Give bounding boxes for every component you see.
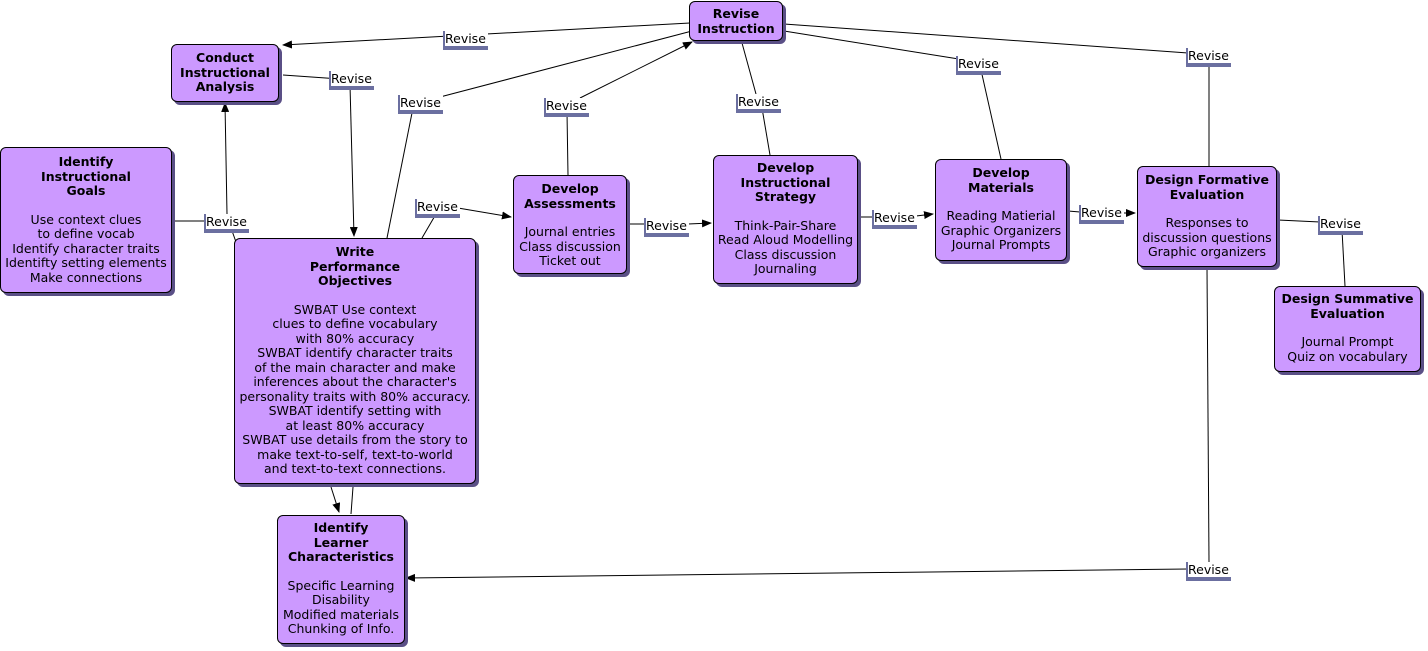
node-identify-instructional-goals[interactable]: Identify Instructional Goals Use context… [0, 147, 172, 293]
link-revise-to-summative [1341, 229, 1346, 287]
node-title: Develop Materials [968, 165, 1034, 195]
node-conduct-instructional-analysis[interactable]: Conduct Instructional Analysis [171, 44, 279, 102]
link-strategy-to-revise [761, 107, 771, 156]
revise-label[interactable]: Revise [204, 214, 249, 233]
link-revise-to-write [349, 84, 358, 237]
node-body: Think-Pair-Share Read Aloud Modelling Cl… [717, 217, 854, 276]
revise-label[interactable]: Revise [872, 210, 917, 229]
node-body: SWBAT Use context clues to define vocabu… [239, 301, 471, 476]
node-title: Identify Learner Characteristics [288, 520, 394, 564]
link-write-to-revise [386, 107, 414, 239]
link-revise-to-instruction-4 [783, 30, 966, 61]
link-formative-to-revise-2 [1277, 219, 1321, 223]
link-write-to-learner [330, 486, 341, 513]
node-body: Use context clues to define vocab Identi… [5, 211, 167, 285]
revise-label[interactable]: Revise [644, 218, 689, 237]
node-body: Reading Matierial Graphic Organizers Jou… [940, 208, 1062, 252]
node-body: Journal entries Class discussion Ticket … [519, 224, 621, 268]
node-title: Write Performance Objectives [309, 244, 401, 288]
revise-label[interactable]: Revise [736, 94, 781, 113]
link-revise-to-conduct-up [221, 102, 230, 215]
revise-label[interactable]: Revise [544, 98, 589, 117]
revise-label[interactable]: Revise [398, 95, 443, 114]
link-learner-to-write [350, 486, 354, 515]
link-materials-to-revise [980, 69, 1002, 160]
link-revise-to-learner [405, 568, 1189, 582]
link-revise-to-assessments [457, 207, 512, 220]
revise-label[interactable]: Revise [415, 199, 460, 218]
node-develop-instructional-strategy[interactable]: Develop Instructional Strategy Think-Pai… [713, 155, 858, 284]
node-write-performance-objectives[interactable]: Write Performance Objectives SWBAT Use c… [234, 238, 476, 484]
node-develop-assessments[interactable]: Develop Assessments Journal entries Clas… [513, 175, 627, 274]
node-title: Develop Instructional Strategy [740, 160, 831, 204]
link-write-to-revise-2 [421, 213, 437, 239]
revise-label[interactable]: Revise [956, 56, 1001, 75]
link-revise-to-materials [915, 211, 934, 220]
link-formative-to-revise-3 [1206, 267, 1210, 563]
node-develop-materials[interactable]: Develop Materials Reading Matierial Grap… [935, 159, 1067, 261]
node-title: Design Summative Evaluation [1281, 291, 1414, 321]
revise-label[interactable]: Revise [1079, 205, 1124, 224]
node-title: Design Formative Evaluation [1145, 172, 1269, 202]
node-body: Journal Prompt Quiz on vocabulary [1287, 334, 1408, 364]
revise-label[interactable]: Revise [443, 31, 488, 50]
node-revise-instruction[interactable]: Revise Instruction [689, 1, 783, 41]
node-design-summative-evaluation[interactable]: Design Summative Evaluation Journal Prom… [1274, 286, 1421, 372]
link-revise-to-instruction [439, 30, 693, 98]
node-title: Revise Instruction [697, 6, 775, 36]
link-assess-to-revise [566, 111, 569, 176]
link-revise-to-instruction-5 [783, 23, 1189, 54]
revise-label[interactable]: Revise [1318, 216, 1363, 235]
revise-label[interactable]: Revise [1186, 562, 1231, 581]
node-title: Conduct Instructional Analysis [180, 50, 270, 94]
revise-label[interactable]: Revise [329, 71, 374, 90]
node-title: Identify Instructional Goals [41, 154, 131, 198]
node-title: Develop Assessments [524, 181, 616, 211]
link-revise-to-instruction-2 [579, 41, 693, 99]
link-revise-to-strategy [687, 219, 712, 228]
node-body: Specific Learning Disability Modified ma… [283, 577, 399, 636]
node-body: Responses to discussion questions Graphi… [1142, 215, 1272, 259]
node-identify-learner-characteristics[interactable]: Identify Learner Characteristics Specifi… [277, 515, 405, 644]
link-revise-to-instruction-3 [741, 42, 757, 95]
revise-label[interactable]: Revise [1186, 48, 1231, 67]
link-materials-to-revise-2 [1067, 210, 1081, 213]
node-design-formative-evaluation[interactable]: Design Formative Evaluation Responses to… [1137, 166, 1277, 267]
